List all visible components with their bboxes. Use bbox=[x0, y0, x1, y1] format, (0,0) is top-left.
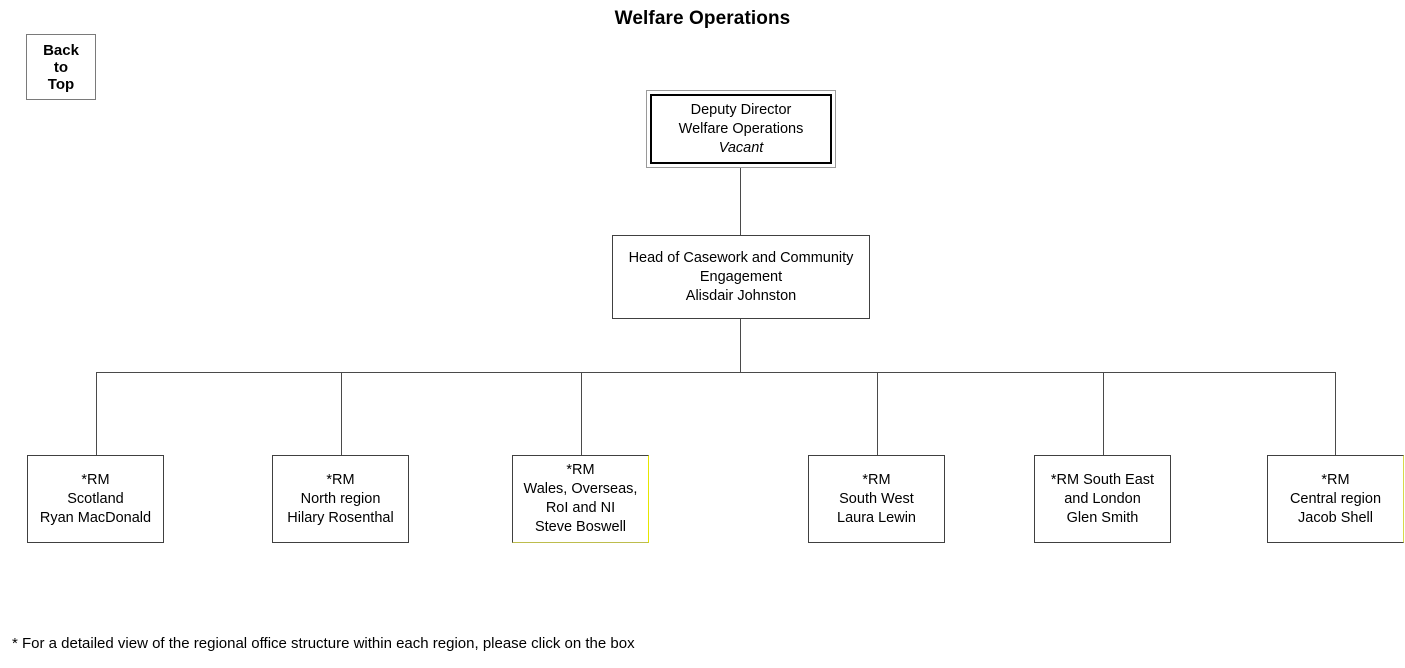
org-box-rm-south-east-london-text: *RM South East and London Glen Smith bbox=[1050, 471, 1155, 526]
org-box-rm-central-region-text: *RM Central region Jacob Shell bbox=[1289, 471, 1382, 526]
org-box-rm-wales-overseas-roi-ni[interactable]: *RM Wales, Overseas, RoI and NI Steve Bo… bbox=[512, 455, 649, 543]
connector-drop-southwest bbox=[877, 372, 878, 455]
org-box-rm-wales-overseas-roi-ni-text: *RM Wales, Overseas, RoI and NI Steve Bo… bbox=[523, 462, 638, 535]
connector-drop-southeast bbox=[1103, 372, 1104, 455]
footnote-text: * For a detailed view of the regional of… bbox=[12, 635, 635, 652]
connector-drop-scotland bbox=[96, 372, 97, 455]
org-box-rm-south-west[interactable]: *RM South West Laura Lewin bbox=[808, 455, 945, 543]
org-box-rm-north-region-text: *RM North region Hilary Rosenthal bbox=[287, 471, 394, 526]
connector-drop-wales bbox=[581, 372, 582, 455]
org-box-rm-scotland[interactable]: *RM Scotland Ryan MacDonald bbox=[27, 455, 164, 543]
back-to-top-button[interactable]: Back to Top bbox=[26, 34, 96, 100]
org-box-head-casework[interactable]: Head of Casework and Community Engagemen… bbox=[612, 235, 870, 319]
back-to-top-label: Back to Top bbox=[43, 41, 79, 93]
deputy-director-title: Deputy Director Welfare Operations bbox=[678, 101, 804, 137]
org-box-rm-south-west-text: *RM South West Laura Lewin bbox=[837, 471, 916, 526]
deputy-director-holder: Vacant bbox=[718, 139, 764, 156]
org-box-rm-scotland-text: *RM Scotland Ryan MacDonald bbox=[39, 471, 152, 526]
org-box-head-casework-text: Head of Casework and Community Engagemen… bbox=[628, 249, 854, 304]
connector-drop-north bbox=[341, 372, 342, 455]
connector-drop-central bbox=[1335, 372, 1336, 455]
page-title: Welfare Operations bbox=[614, 8, 791, 29]
org-box-rm-south-east-london[interactable]: *RM South East and London Glen Smith bbox=[1034, 455, 1171, 543]
org-box-rm-north-region[interactable]: *RM North region Hilary Rosenthal bbox=[272, 455, 409, 543]
connector-head-to-bus bbox=[740, 319, 741, 372]
connector-horizontal-bus bbox=[96, 372, 1336, 373]
org-box-rm-central-region[interactable]: *RM Central region Jacob Shell bbox=[1267, 455, 1404, 543]
connector-deputy-to-head bbox=[740, 168, 741, 235]
